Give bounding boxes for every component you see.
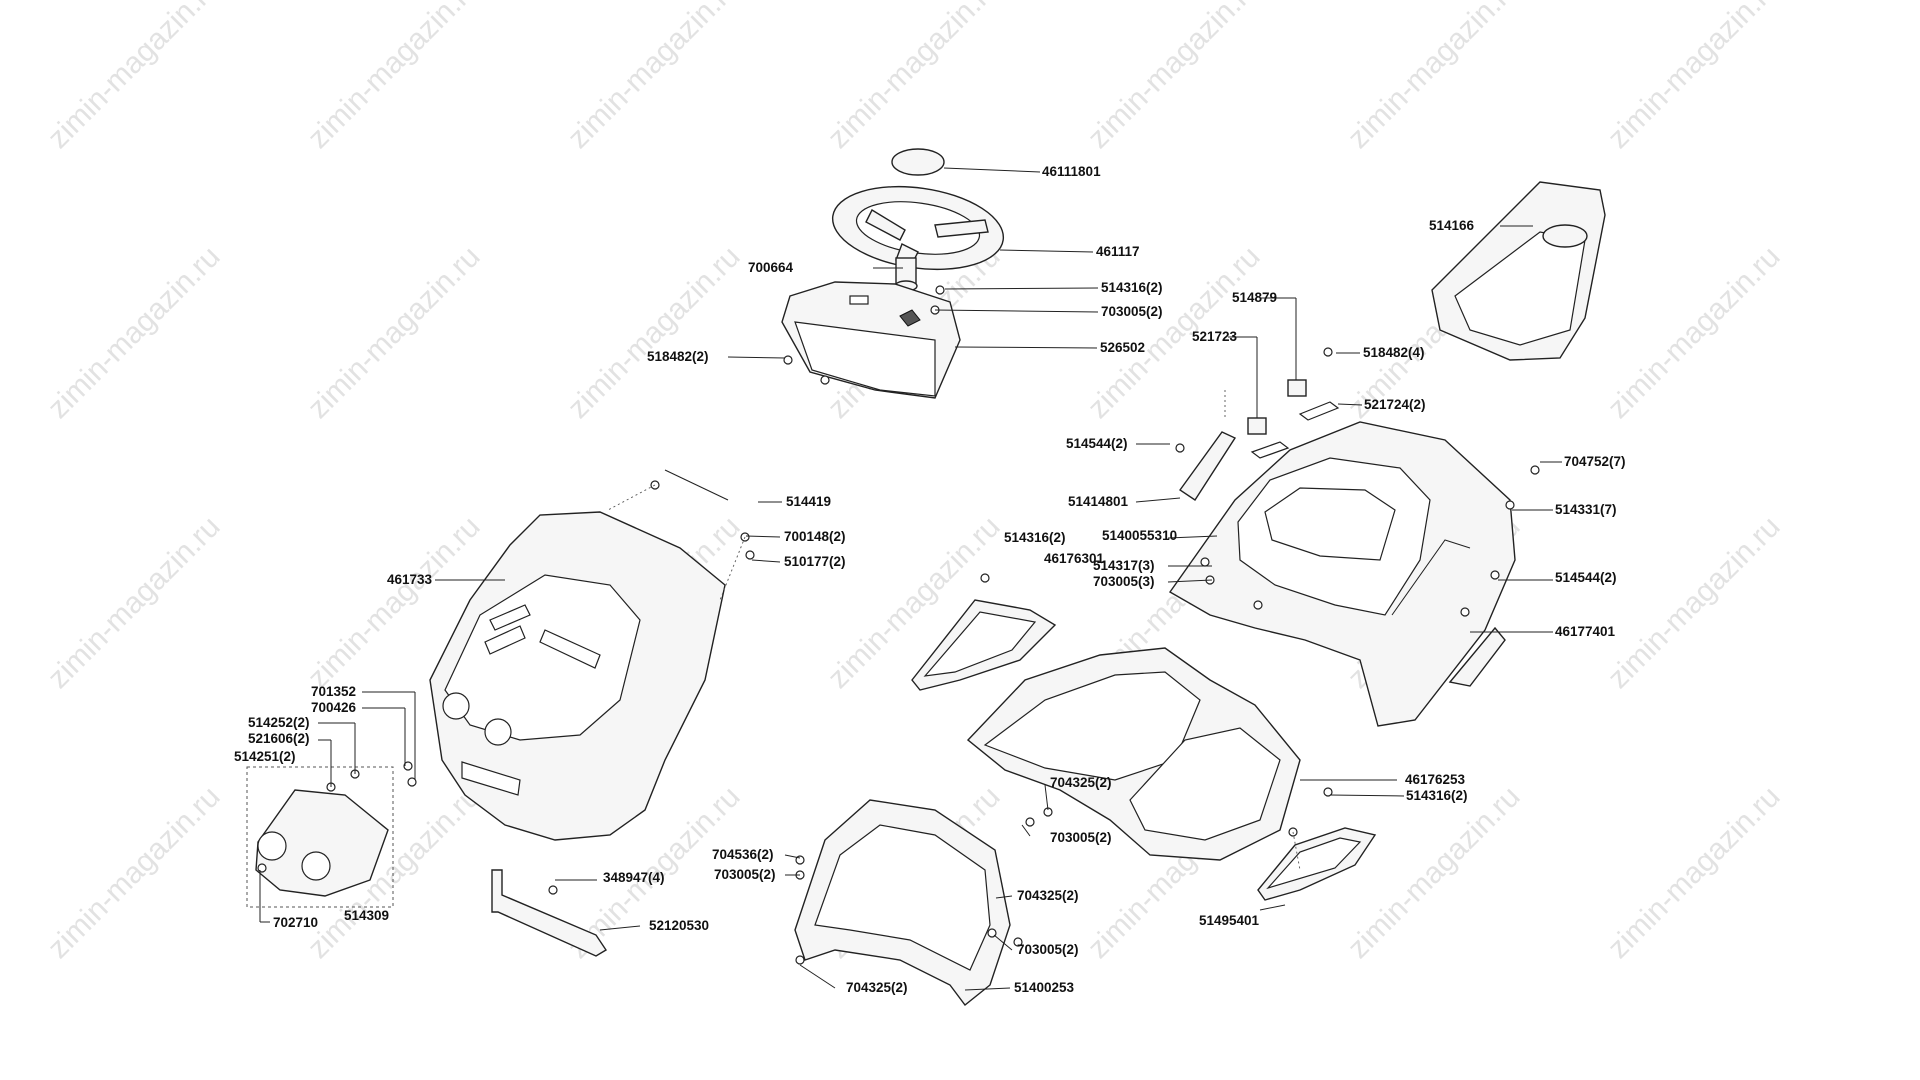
- switch-parts: [1179, 379, 1340, 501]
- label-514317-3: 514317(3): [1093, 558, 1155, 573]
- front-bracket: [491, 869, 607, 957]
- label-514316-2-a: 514316(2): [1101, 280, 1163, 295]
- label-514331-7: 514331(7): [1555, 502, 1617, 517]
- footrest-left: [911, 599, 1057, 691]
- watermark-text: zimin-magazin.ru: [42, 0, 227, 155]
- label-703005-2-b: 703005(2): [1050, 830, 1112, 845]
- label-348947-4: 348947(4): [603, 870, 665, 885]
- label-521606-2: 521606(2): [248, 731, 310, 746]
- label-704325-2-b: 704325(2): [1017, 888, 1079, 903]
- label-703005-2-c: 703005(2): [714, 867, 776, 882]
- label-701352: 701352: [311, 684, 357, 699]
- label-46176253: 46176253: [1405, 772, 1466, 787]
- label-514309: 514309: [344, 908, 390, 923]
- label-704536-2: 704536(2): [712, 847, 774, 862]
- label-51414801: 51414801: [1068, 494, 1129, 509]
- label-704752-7: 704752(7): [1564, 454, 1626, 469]
- label-700148-2: 700148(2): [784, 529, 846, 544]
- steering-cap: [891, 148, 945, 176]
- label-514544-2-a: 514544(2): [1066, 436, 1128, 451]
- label-700664: 700664: [748, 260, 794, 275]
- label-514251-2: 514251(2): [234, 749, 296, 764]
- label-514252-2: 514252(2): [248, 715, 310, 730]
- label-514166: 514166: [1429, 218, 1475, 233]
- footrest-right: [1257, 827, 1377, 901]
- label-461733: 461733: [387, 572, 433, 587]
- alignment-dashes: [607, 390, 1301, 871]
- seat: [1431, 181, 1606, 361]
- dashboard-cover: [781, 281, 961, 399]
- watermark-text: zimin-magazin.ru: [302, 240, 487, 425]
- label-514419: 514419: [786, 494, 832, 509]
- label-46176301: 46176301: [1044, 551, 1105, 566]
- label-514879: 514879: [1232, 290, 1278, 305]
- watermark-text: zimin-magazin.ru: [42, 780, 227, 965]
- label-514316-2-c: 514316(2): [1406, 788, 1468, 803]
- steering-wheel: [831, 185, 1005, 292]
- label-510177-2: 510177(2): [784, 554, 846, 569]
- watermark-text: zimin-magazin.ru: [1082, 240, 1267, 425]
- label-514544-2-b: 514544(2): [1555, 570, 1617, 585]
- rear-mud-plate: [1448, 626, 1506, 687]
- hood-rod: [664, 469, 729, 501]
- label-51400253: 51400253: [1014, 980, 1075, 995]
- label-521723: 521723: [1192, 329, 1238, 344]
- label-703005-2-a: 703005(2): [1101, 304, 1163, 319]
- watermark-text: zimin-magazin.ru: [822, 0, 1007, 155]
- front-panel: [794, 799, 1011, 1006]
- label-704325-2-a: 704325(2): [1050, 775, 1112, 790]
- label-514316-2-b: 514316(2): [1004, 530, 1066, 545]
- label-526502: 526502: [1100, 340, 1146, 355]
- label-46177401: 46177401: [1555, 624, 1616, 639]
- label-518482-4: 518482(4): [1363, 345, 1425, 360]
- label-703005-2-d: 703005(2): [1017, 942, 1079, 957]
- rear-fender: [1168, 421, 1516, 727]
- label-521724-2: 521724(2): [1364, 397, 1426, 412]
- watermark-text: zimin-magazin.ru: [1602, 0, 1787, 155]
- watermark-text: zimin-magazin.ru: [1602, 510, 1787, 695]
- watermark-text: zimin-magazin.ru: [562, 0, 747, 155]
- watermark-text: zimin-magazin.ru: [1342, 0, 1527, 155]
- label-703005-3: 703005(3): [1093, 574, 1155, 589]
- label-700426: 700426: [311, 700, 357, 715]
- label-51495401: 51495401: [1199, 913, 1260, 928]
- hood: [429, 511, 726, 841]
- watermark-text: zimin-magazin.ru: [1602, 780, 1787, 965]
- leader-lines: [259, 167, 1562, 991]
- watermark-text: zimin-magazin.ru: [562, 240, 747, 425]
- label-518482-2: 518482(2): [647, 349, 709, 364]
- label-5140055310: 5140055310: [1102, 528, 1178, 543]
- watermark-text: zimin-magazin.ru: [1342, 780, 1527, 965]
- label-461117: 461117: [1096, 244, 1140, 259]
- center-deck: [966, 647, 1301, 861]
- watermark-text: zimin-magazin.ru: [1082, 0, 1267, 155]
- watermark-text: zimin-magazin.ru: [1602, 240, 1787, 425]
- label-702710: 702710: [273, 915, 319, 930]
- label-704325-2-c: 704325(2): [846, 980, 908, 995]
- watermark-text: zimin-magazin.ru: [42, 240, 227, 425]
- watermark-text: zimin-magazin.ru: [42, 510, 227, 695]
- headlight-housing: [246, 766, 394, 908]
- label-46111801: 46111801: [1042, 164, 1101, 179]
- label-52120530: 52120530: [649, 918, 710, 933]
- watermark-text: zimin-magazin.ru: [302, 0, 487, 155]
